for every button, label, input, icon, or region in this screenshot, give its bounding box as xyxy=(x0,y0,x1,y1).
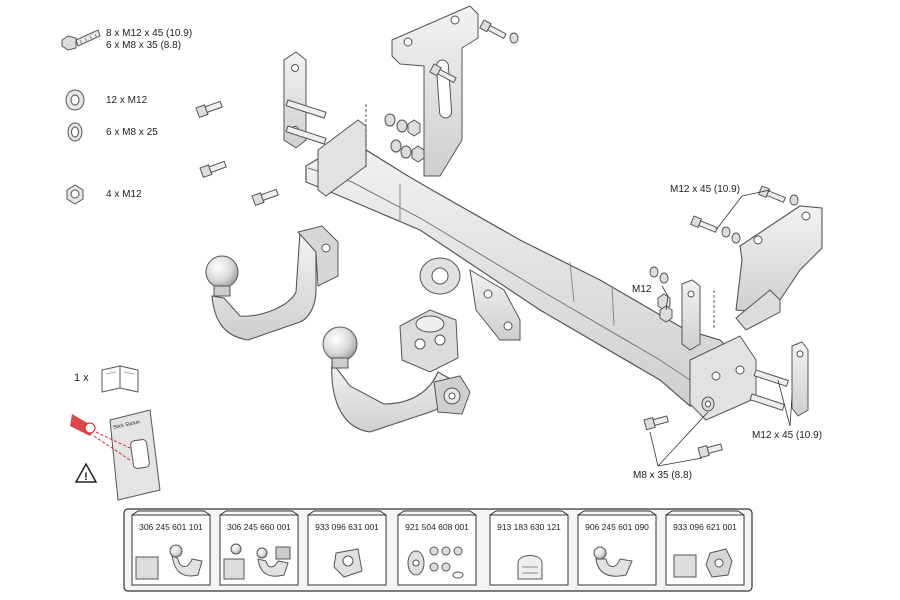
kit-code: 921 504 608 001 xyxy=(405,522,469,532)
legend-washer-large: 12 x M12 xyxy=(106,95,148,106)
kit-1: 306 245 601 101 xyxy=(128,509,214,591)
top-washers-nuts xyxy=(384,113,425,163)
callout-nut-m12: M12 xyxy=(632,284,652,295)
swivel-ball-neck xyxy=(322,309,471,433)
kits-panel: 306 245 601 101 306 245 660 001 933 096 … xyxy=(124,509,752,591)
main-crossbar xyxy=(305,119,757,421)
sticker-card xyxy=(70,409,161,501)
legend-nut: 4 x M12 xyxy=(106,189,142,200)
small-washer-icon xyxy=(67,122,83,142)
warning-triangle-icon: ! xyxy=(74,462,98,483)
kit-code: 306 245 660 001 xyxy=(227,522,291,532)
socket-bracket xyxy=(419,257,521,341)
manual-quantity: 1 x xyxy=(74,372,89,384)
kit-5: 913 183 630 121 xyxy=(486,509,572,591)
callout-bottom-right-bolt: M12 x 45 (10.9) xyxy=(752,430,823,441)
kit-code: 913 183 630 121 xyxy=(497,522,561,532)
kit-bag-icon xyxy=(577,510,657,586)
svg-text:!: ! xyxy=(84,471,88,483)
bolt-icon xyxy=(61,29,101,51)
kit-2: 306 245 660 001 xyxy=(216,509,302,591)
leader-lines xyxy=(365,104,793,467)
kit-bag-icon xyxy=(489,510,569,586)
kit-bag-icon xyxy=(219,510,299,586)
kit-3: 933 096 631 001 xyxy=(304,509,390,591)
kit-code: 933 096 621 001 xyxy=(673,522,737,532)
kit-code: 306 245 601 101 xyxy=(139,522,203,532)
loose-bolt-2 xyxy=(199,160,227,179)
kit-code: 906 245 601 090 xyxy=(585,522,649,532)
kit-bag-icon xyxy=(307,510,387,586)
kit-4: 921 504 608 001 xyxy=(394,509,480,591)
legend-washer-small: 6 x M8 x 25 xyxy=(106,127,158,138)
kit-bag-icon xyxy=(131,510,211,586)
loose-bolt-1 xyxy=(195,100,223,119)
top-bracket-bolts xyxy=(429,19,519,84)
large-washer-icon xyxy=(65,89,85,111)
bottom-m8-bolts xyxy=(643,396,723,459)
callout-bottom-bolts: M8 x 35 (8.8) xyxy=(633,470,692,481)
loose-bolt-3 xyxy=(251,188,279,207)
legend-bolt-m8: 6 x M8 x 35 (8.8) xyxy=(106,40,182,51)
kit-code: 933 096 631 001 xyxy=(315,522,379,532)
left-side-bracket xyxy=(283,51,327,149)
kit-bag-icon xyxy=(665,510,745,586)
right-mounting-bracket xyxy=(689,185,823,331)
kit-7: 933 096 621 001 xyxy=(662,509,748,591)
legend-bolt-m12: 8 x M12 x 45 (10.9) xyxy=(106,28,193,39)
nut-icon xyxy=(66,184,84,205)
callout-top-right-bolt: M12 x 45 (10.9) xyxy=(670,184,741,195)
kit-bag-icon xyxy=(397,510,477,586)
kit-6: 906 245 601 090 xyxy=(574,509,660,591)
right-side-plate xyxy=(649,266,809,417)
manual-book-icon xyxy=(101,365,139,393)
detachable-ball-neck xyxy=(205,225,339,341)
